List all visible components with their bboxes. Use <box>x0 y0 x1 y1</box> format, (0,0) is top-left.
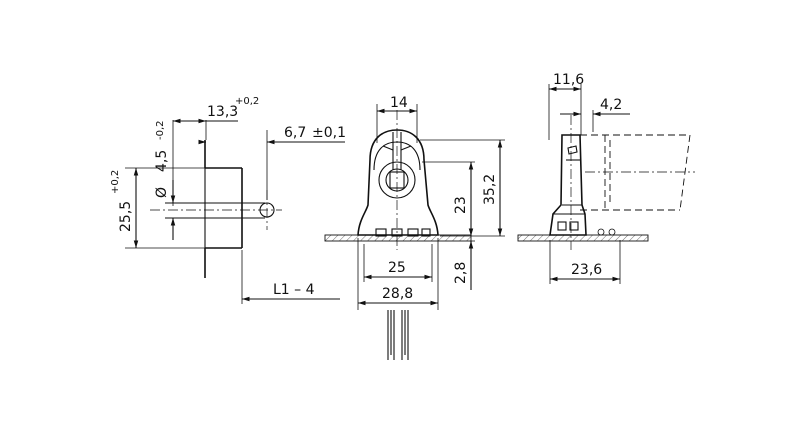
dim-hole-center-tolerance: ±0,1 <box>312 125 346 141</box>
dim-offset-top: 13,3 +0,2 <box>173 96 259 124</box>
dim-top-width-label: 14 <box>390 95 408 111</box>
dim-panel-thickness-label: 2,8 <box>453 262 469 284</box>
front-view: 14 23 35,2 2,8 25 28,8 <box>324 95 505 360</box>
front-holder-body <box>357 110 439 250</box>
dim-top-width: 14 <box>377 95 417 114</box>
dim-profile-base: 23,6 <box>550 262 620 282</box>
dim-height-tolerance: +0,2 <box>110 170 121 194</box>
dim-offset-top-tolerance: +0,2 <box>235 96 259 107</box>
dim-length: L1 – 4 <box>242 282 340 302</box>
dim-inner-height-label: 23 <box>453 196 469 214</box>
dim-total-height: 35,2 <box>482 140 503 236</box>
dim-profile-width-top: 11,6 <box>549 72 584 92</box>
front-lead-wires <box>387 310 409 360</box>
dim-length-label: L1 – 4 <box>273 282 315 298</box>
dim-total-height-label: 35,2 <box>482 174 498 205</box>
profile-holder-body <box>549 115 616 250</box>
dim-hole-diameter-tolerance: -0,2 <box>155 120 166 140</box>
dim-offset-top-label: 13,3 <box>207 104 238 120</box>
dim-inner-height: 23 <box>453 162 474 236</box>
dim-hole-diameter-label: 4,5 <box>154 150 170 172</box>
dim-base-width-label: 25 <box>388 260 406 276</box>
dim-hole-center: 6,7 ±0,1 <box>198 125 346 145</box>
dim-profile-offset-label: 4,2 <box>600 97 622 113</box>
dim-overall-width-label: 28,8 <box>382 286 413 302</box>
dim-hole-diameter: Ø 4,5 -0,2 <box>154 120 176 240</box>
dim-profile-width-top-label: 11,6 <box>553 72 584 88</box>
profile-lamp-outline <box>580 134 695 211</box>
dim-overall-width: 28,8 <box>358 286 438 306</box>
dim-profile-offset: 4,2 <box>560 97 630 117</box>
dim-hole-center-label: 6,7 <box>284 125 306 141</box>
dim-base-width: 25 <box>364 260 432 280</box>
profile-view: 11,6 4,2 23,6 <box>517 72 695 284</box>
side-view: 13,3 +0,2 6,7 ±0,1 Ø 4,5 -0,2 25,5 +0,2 <box>110 96 346 304</box>
dim-panel-thickness: 2,8 <box>453 241 474 290</box>
dim-profile-base-label: 23,6 <box>571 262 602 278</box>
dim-height: 25,5 +0,2 <box>110 168 139 248</box>
dim-height-label: 25,5 <box>118 201 134 232</box>
dim-hole-diameter-symbol: Ø <box>154 187 170 198</box>
profile-mounting-panel <box>517 234 649 242</box>
